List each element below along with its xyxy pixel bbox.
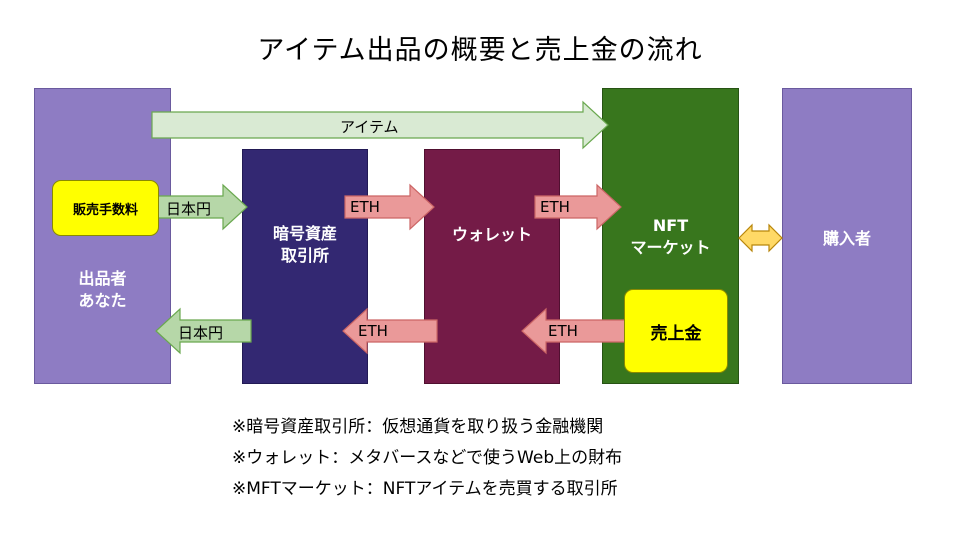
footnotes: ※暗号資産取引所：仮想通貨を取り扱う金融機関 ※ウォレット：メタバースなどで使う… — [232, 412, 622, 505]
proceeds-box: 売上金 — [624, 289, 728, 373]
buyer-label: 購入者 — [822, 229, 871, 248]
seller-label: 出品者 あなた — [78, 269, 127, 310]
footnote-market: ※MFTマーケット：NFTアイテムを売買する取引所 — [232, 479, 618, 499]
market-buyer-double-arrow — [738, 223, 783, 253]
item-arrow-label: アイテム — [340, 118, 399, 136]
eth-arrow-3 — [521, 307, 627, 355]
eth-arrow-1 — [344, 183, 435, 231]
eth-arrow-2 — [534, 183, 622, 231]
yen-arrow-top — [157, 183, 248, 231]
proceeds-label: 売上金 — [650, 323, 702, 344]
item-arrow — [151, 100, 609, 150]
diagram-title: アイテム出品の概要と売上金の流れ — [257, 35, 703, 66]
exchange-label: 暗号資産 取引所 — [272, 224, 337, 265]
eth-arrow-3-label: ETH — [548, 322, 578, 340]
fee-label: 販売手数料 — [72, 202, 138, 218]
eth-arrow-2-label: ETH — [540, 198, 570, 216]
nft-market-label: NFT マーケット — [630, 216, 711, 257]
footnote-wallet: ※ウォレット：メタバースなどで使うWeb上の財布 — [232, 448, 623, 468]
footnote-exchange: ※暗号資産取引所：仮想通貨を取り扱う金融機関 — [232, 417, 604, 437]
fee-box: 販売手数料 — [52, 180, 159, 236]
yen-arrow-bottom — [155, 307, 252, 355]
eth-arrow-4 — [342, 307, 438, 355]
eth-arrow-1-label: ETH — [350, 198, 380, 216]
exchange-block — [242, 149, 368, 384]
wallet-label: ウォレット — [451, 225, 532, 244]
eth-arrow-4-label: ETH — [358, 322, 388, 340]
yen-arrow-top-label: 日本円 — [166, 200, 212, 218]
yen-arrow-bottom-label: 日本円 — [178, 324, 224, 342]
buyer-block — [782, 88, 912, 384]
seller-block — [34, 88, 171, 384]
